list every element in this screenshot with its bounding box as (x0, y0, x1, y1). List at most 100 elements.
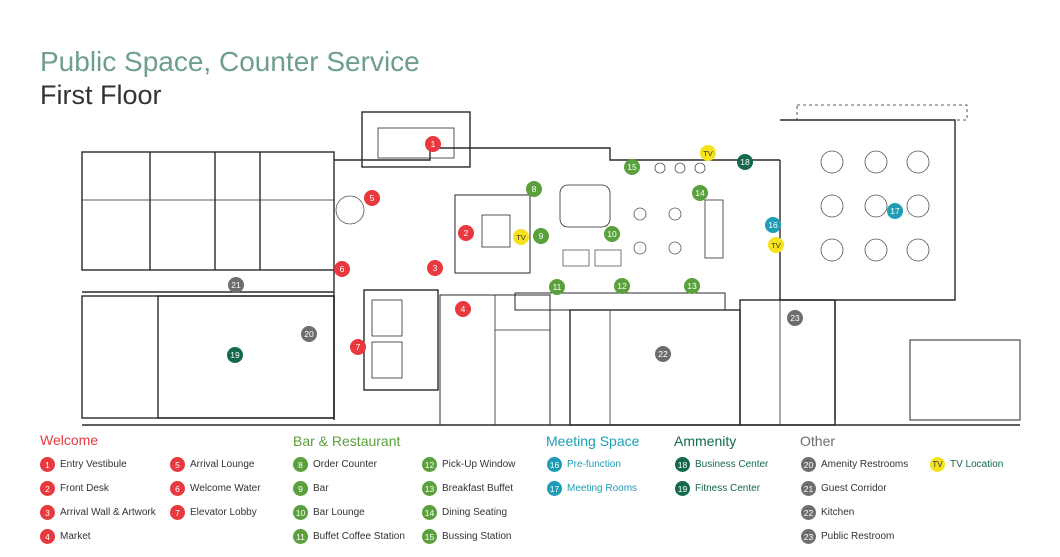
legend-item-meeting: 16 Pre-function (547, 457, 621, 472)
legend-item-welcome: 6 Welcome Water (170, 481, 261, 496)
svg-text:14: 14 (695, 188, 705, 198)
legend-marker-23: 23 (801, 529, 816, 544)
legend-label: Entry Vestibule (60, 459, 127, 470)
legend-label: Bussing Station (442, 531, 512, 542)
svg-text:TV: TV (771, 241, 781, 250)
legend-item-ammenity: 18 Business Center (675, 457, 768, 472)
plan-marker-13: 13 (684, 278, 700, 294)
legend-marker-14: 14 (422, 505, 437, 520)
plan-marker-8: 8 (526, 181, 542, 197)
svg-text:12: 12 (617, 281, 627, 291)
svg-text:20: 20 (304, 329, 314, 339)
svg-text:23: 23 (790, 313, 800, 323)
legend-label: Breakfast Buffet (442, 483, 513, 494)
legend-marker-tv: TV (930, 457, 945, 472)
plan-marker-23: 23 (787, 310, 803, 326)
legend-item-bar: 9 Bar (293, 481, 329, 496)
legend-marker-7: 7 (170, 505, 185, 520)
svg-text:8: 8 (532, 184, 537, 194)
legend-ammenity-title: Ammenity (674, 433, 737, 449)
tv-location-marker: TV (700, 145, 716, 161)
legend-marker-21: 21 (801, 481, 816, 496)
legend-marker-17: 17 (547, 481, 562, 496)
plan-marker-16: 16 (765, 217, 781, 233)
legend-marker-11: 11 (293, 529, 308, 544)
legend-item-bar: 12 Pick-Up Window (422, 457, 515, 472)
plan-marker-20: 20 (301, 326, 317, 342)
legend-marker-20: 20 (801, 457, 816, 472)
plan-marker-19: 19 (227, 347, 243, 363)
legend-item-welcome: 5 Arrival Lounge (170, 457, 254, 472)
legend-welcome-title: Welcome (40, 432, 99, 448)
legend-label: Amenity Restrooms (821, 459, 909, 470)
tv-location-marker: TV (513, 229, 529, 245)
legend-other-title: Other (800, 433, 836, 449)
legend-label: Bar Lounge (313, 507, 365, 518)
plan-marker-11: 11 (549, 279, 565, 295)
svg-text:6: 6 (340, 264, 345, 274)
legend-marker-6: 6 (170, 481, 185, 496)
plan-marker-17: 17 (887, 203, 903, 219)
legend-marker-10: 10 (293, 505, 308, 520)
plan-title: Public Space, Counter Service (40, 46, 420, 77)
svg-text:19: 19 (230, 350, 240, 360)
meeting-rooms-walls (779, 119, 956, 301)
legend-marker-8: 8 (293, 457, 308, 472)
legend-label: Pre-function (567, 459, 621, 470)
elevator-lobby-walls (363, 289, 439, 391)
legend-item-bar: 15 Bussing Station (422, 529, 512, 544)
guest-rooms-lower (81, 295, 335, 419)
legend-label: Pick-Up Window (442, 459, 516, 470)
legend-meeting-title: Meeting Space (546, 433, 640, 449)
plan-marker-9: 9 (533, 228, 549, 244)
svg-text:5: 5 (370, 193, 375, 203)
svg-text:4: 4 (461, 304, 466, 314)
plan-marker-5: 5 (364, 190, 380, 206)
legend-marker-12: 12 (422, 457, 437, 472)
plan-marker-18: 18 (737, 154, 753, 170)
plan-marker-15: 15 (624, 159, 640, 175)
plan-marker-2: 2 (458, 225, 474, 241)
legend-label: Public Restroom (821, 531, 895, 542)
legend-label: Market (60, 531, 91, 542)
legend-label: Welcome Water (190, 483, 261, 494)
plan-marker-22: 22 (655, 346, 671, 362)
legend-marker-15: 15 (422, 529, 437, 544)
entry-vestibule-walls (361, 111, 471, 168)
plan-marker-7: 7 (350, 339, 366, 355)
legend-label: Front Desk (60, 483, 109, 494)
legend-label: Guest Corridor (821, 483, 887, 494)
legend-marker-9: 9 (293, 481, 308, 496)
svg-text:TV: TV (516, 233, 526, 242)
legend-marker-18: 18 (675, 457, 690, 472)
legend-label: Elevator Lobby (190, 507, 257, 518)
legend-label: Kitchen (821, 507, 855, 518)
legend-marker-22: 22 (801, 505, 816, 520)
svg-text:9: 9 (539, 231, 544, 241)
legend-marker-5: 5 (170, 457, 185, 472)
legend-label: Arrival Lounge (190, 459, 255, 470)
legend-label: Fitness Center (695, 483, 761, 494)
legend-label: Buffet Coffee Station (313, 531, 405, 542)
legend-label: Business Center (695, 459, 769, 470)
svg-text:17: 17 (890, 206, 900, 216)
svg-text:1: 1 (431, 139, 436, 149)
legend-bar-title: Bar & Restaurant (293, 433, 401, 449)
plan-marker-6: 6 (334, 261, 350, 277)
legend-item-bar: 10 Bar Lounge (293, 505, 365, 520)
legend-label: Bar (313, 483, 329, 494)
legend-item-other: 21 Guest Corridor (801, 481, 887, 496)
plan-marker-12: 12 (614, 278, 630, 294)
svg-text:16: 16 (768, 220, 778, 230)
plan-marker-1: 1 (425, 136, 441, 152)
legend-marker-16: 16 (547, 457, 562, 472)
plan-marker-3: 3 (427, 260, 443, 276)
legend-label: TV Location (950, 459, 1004, 470)
